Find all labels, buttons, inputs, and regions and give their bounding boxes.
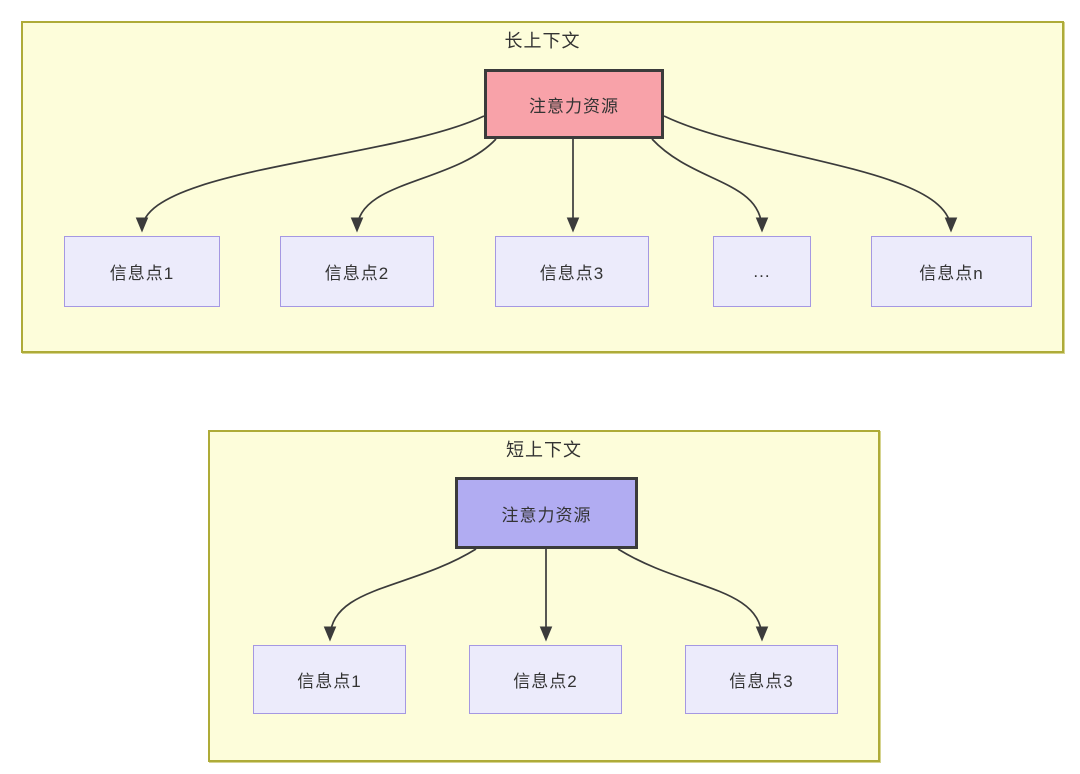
- long-context-title: 长上下文: [504, 31, 581, 51]
- short-info-node-2: 信息点2: [469, 645, 622, 714]
- short-info-node-3: 信息点3: [685, 645, 838, 714]
- long-info-node-ellipsis: ...: [713, 236, 811, 307]
- short-info-node-1: 信息点1: [253, 645, 406, 714]
- long-context-attention-node: 注意力资源: [484, 69, 664, 139]
- long-info-node-3: 信息点3: [495, 236, 649, 307]
- short-context-title: 短上下文: [506, 440, 582, 460]
- short-context-attention-node: 注意力资源: [455, 477, 638, 549]
- long-info-node-1: 信息点1: [64, 236, 220, 307]
- long-info-node-2: 信息点2: [280, 236, 434, 307]
- long-info-node-n: 信息点n: [871, 236, 1032, 307]
